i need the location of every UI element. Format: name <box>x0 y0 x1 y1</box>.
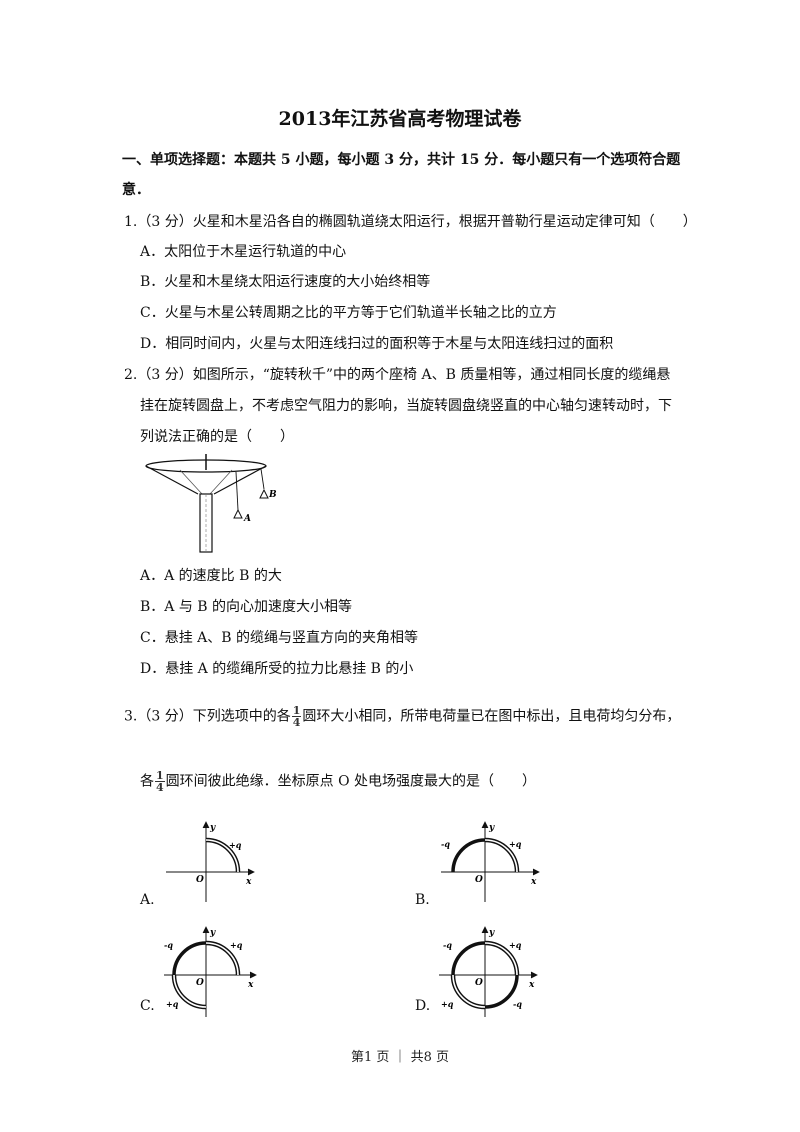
q1-option-d: D．相同时间内，火星与太阳连线扫过的面积等于木星与太阳连线扫过的面积 <box>140 336 614 352</box>
q2-stem-line2: 挂在旋转圆盘上，不考虑空气阻力的影响，当旋转圆盘绕竖直的中心轴匀速转动时，下 <box>140 398 672 414</box>
rotating-swing-figure: A B <box>145 454 277 553</box>
axis-x-label-a: x <box>245 877 252 887</box>
q2-option-d: D．悬挂 A 的缆绳所受的拉力比悬挂 B 的小 <box>140 661 414 677</box>
figure-option-b: y x O -q +q <box>441 821 540 902</box>
q2-option-b: B．A 与 B 的向心加速度大小相等 <box>140 599 353 615</box>
axis-y-label-b: y <box>488 823 495 833</box>
axis-y-label-c: y <box>209 928 216 938</box>
figure-option-c: y x O -q +q +q <box>164 926 257 1017</box>
seat-a-label: A <box>243 514 251 524</box>
axis-x-label-c: x <box>247 980 254 990</box>
fraction-denominator-2: 4 <box>156 781 164 794</box>
q1-option-b: B．火星和木星绕太阳运行速度的大小始终相等 <box>140 274 431 290</box>
seat-b-label: B <box>268 490 277 500</box>
q3-line1-pre: 3.（3 分）下列选项中的各 <box>124 708 291 725</box>
section-heading-line1: 一、单项选择题：本题共 5 小题，每小题 3 分，共计 15 分．每小题只有一个… <box>122 152 681 168</box>
figure-option-d: y x O -q +q +q -q <box>439 926 538 1017</box>
axis-x-label-b: x <box>530 877 537 887</box>
charge-neg-d2: -q <box>513 999 522 1009</box>
fraction-numerator-2: 1 <box>155 769 165 782</box>
page-title: 2013年江苏省高考物理试卷 <box>278 108 522 130</box>
q1-option-c: C．火星与木星公转周期之比的平方等于它们轨道半长轴之比的立方 <box>140 305 557 321</box>
charge-pos-c2: +q <box>166 999 179 1009</box>
fraction-denominator: 4 <box>292 716 301 729</box>
option-letter-c: C. <box>140 998 155 1014</box>
charge-neg-d: -q <box>443 940 452 950</box>
figure-option-a: y x O +q <box>166 821 255 902</box>
q2-option-c: C．悬挂 A、B 的缆绳与竖直方向的夹角相等 <box>140 630 419 646</box>
charge-pos-d2: +q <box>441 999 454 1009</box>
q2-stem-line3: 列说法正确的是（ ） <box>140 429 294 445</box>
charge-pos-c: +q <box>230 940 243 950</box>
page-footer: 第1 页 ｜ 共8 页 <box>350 1050 450 1065</box>
section-heading-line2: 意． <box>122 182 150 198</box>
charge-pos-d: +q <box>509 940 522 950</box>
origin-label-d: O <box>475 978 483 988</box>
fraction-numerator: 1 <box>291 704 302 717</box>
origin-label-b: O <box>475 875 483 885</box>
option-letter-b: B. <box>415 892 430 908</box>
origin-label-c: O <box>196 978 204 988</box>
charge-neg-c: -q <box>164 940 173 950</box>
axis-x-label-d: x <box>528 980 535 990</box>
charge-pos-b: +q <box>509 839 522 849</box>
q3-line2-pre: 各 <box>140 773 154 790</box>
axis-y-label-d: y <box>488 928 495 938</box>
charge-pos-a: +q <box>229 840 242 850</box>
option-letter-d: D. <box>415 998 431 1014</box>
q3-line2-post: 圆环间彼此绝缘．坐标原点 O 处电场强度最大的是（ ） <box>165 773 537 790</box>
q2-option-a: A．A 的速度比 B 的大 <box>140 568 282 584</box>
option-letter-a: A. <box>140 892 155 908</box>
axis-y-label-a: y <box>209 823 216 833</box>
q1-option-a: A．太阳位于木星运行轨道的中心 <box>140 244 347 260</box>
q1-stem: 1.（3 分）火星和木星沿各自的椭圆轨道绕太阳运行，根据开普勒行星运动定律可知（… <box>124 214 697 230</box>
q2-stem-line1: 2.（3 分）如图所示，“旋转秋千”中的两个座椅 A、B 质量相等，通过相同长度… <box>124 367 671 383</box>
q3-line1-post: 圆环大小相同，所带电荷量已在图中标出，且电荷均匀分布， <box>302 708 681 725</box>
origin-label-a: O <box>196 875 204 885</box>
charge-neg-b: -q <box>441 839 450 849</box>
